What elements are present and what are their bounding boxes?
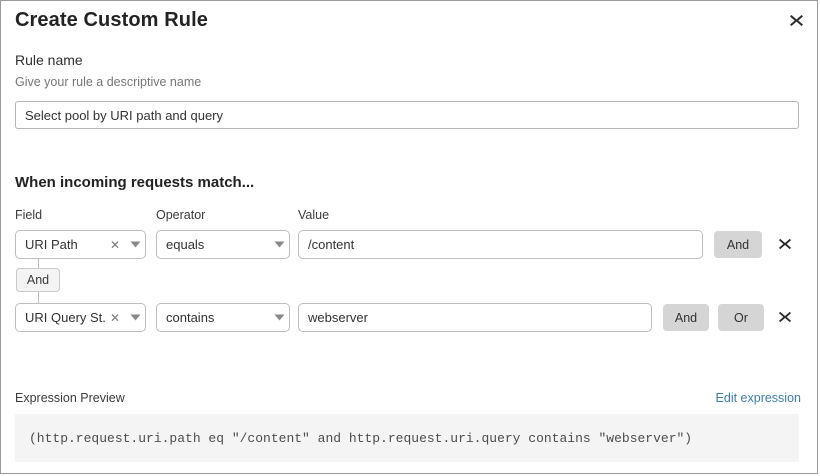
column-header-field: Field bbox=[15, 208, 43, 222]
operator-select-1[interactable]: equals bbox=[156, 230, 290, 259]
value-input-1[interactable] bbox=[298, 230, 703, 259]
expression-preview-label: Expression Preview bbox=[15, 391, 125, 405]
chevron-down-icon[interactable] bbox=[269, 314, 289, 321]
remove-condition-button-1[interactable] bbox=[775, 233, 795, 255]
rule-name-hint: Give your rule a descriptive name bbox=[15, 75, 202, 89]
chevron-down-icon[interactable] bbox=[125, 314, 145, 321]
expression-preview-text: (http.request.uri.path eq "/content" and… bbox=[29, 430, 693, 446]
or-button-2[interactable]: Or bbox=[718, 304, 764, 331]
page-title: Create Custom Rule bbox=[15, 9, 208, 31]
and-button-2[interactable]: And bbox=[663, 304, 709, 331]
close-icon bbox=[778, 310, 792, 324]
conditions-heading: When incoming requests match... bbox=[15, 174, 255, 191]
field-select-1-value: URI Path bbox=[25, 237, 78, 252]
close-icon bbox=[789, 13, 804, 28]
remove-condition-button-2[interactable] bbox=[775, 306, 795, 328]
field-select-1[interactable]: URI Path ✕ bbox=[15, 230, 146, 259]
edit-expression-link[interactable]: Edit expression bbox=[715, 391, 801, 405]
and-button-1[interactable]: And bbox=[714, 231, 762, 258]
close-small-icon[interactable]: ✕ bbox=[109, 237, 120, 252]
close-dialog-button[interactable] bbox=[783, 7, 809, 33]
chevron-down-icon[interactable] bbox=[125, 241, 145, 248]
column-header-value: Value bbox=[298, 208, 330, 222]
operator-select-1-value: equals bbox=[166, 237, 205, 252]
rule-name-input[interactable] bbox=[15, 101, 799, 129]
group-operator-button[interactable]: And bbox=[16, 268, 60, 292]
close-small-icon[interactable]: ✕ bbox=[109, 310, 120, 325]
column-header-operator: Operator bbox=[156, 208, 206, 222]
close-icon bbox=[778, 237, 792, 251]
chevron-down-icon[interactable] bbox=[269, 241, 289, 248]
rule-name-label: Rule name bbox=[15, 52, 83, 68]
field-select-2-value: URI Query St... bbox=[25, 310, 105, 325]
operator-select-2-value: contains bbox=[166, 310, 215, 325]
field-select-2[interactable]: URI Query St... ✕ bbox=[15, 303, 146, 332]
operator-select-2[interactable]: contains bbox=[156, 303, 290, 332]
value-input-2[interactable] bbox=[298, 303, 652, 332]
expression-preview-box: (http.request.uri.path eq "/content" and… bbox=[15, 414, 799, 462]
